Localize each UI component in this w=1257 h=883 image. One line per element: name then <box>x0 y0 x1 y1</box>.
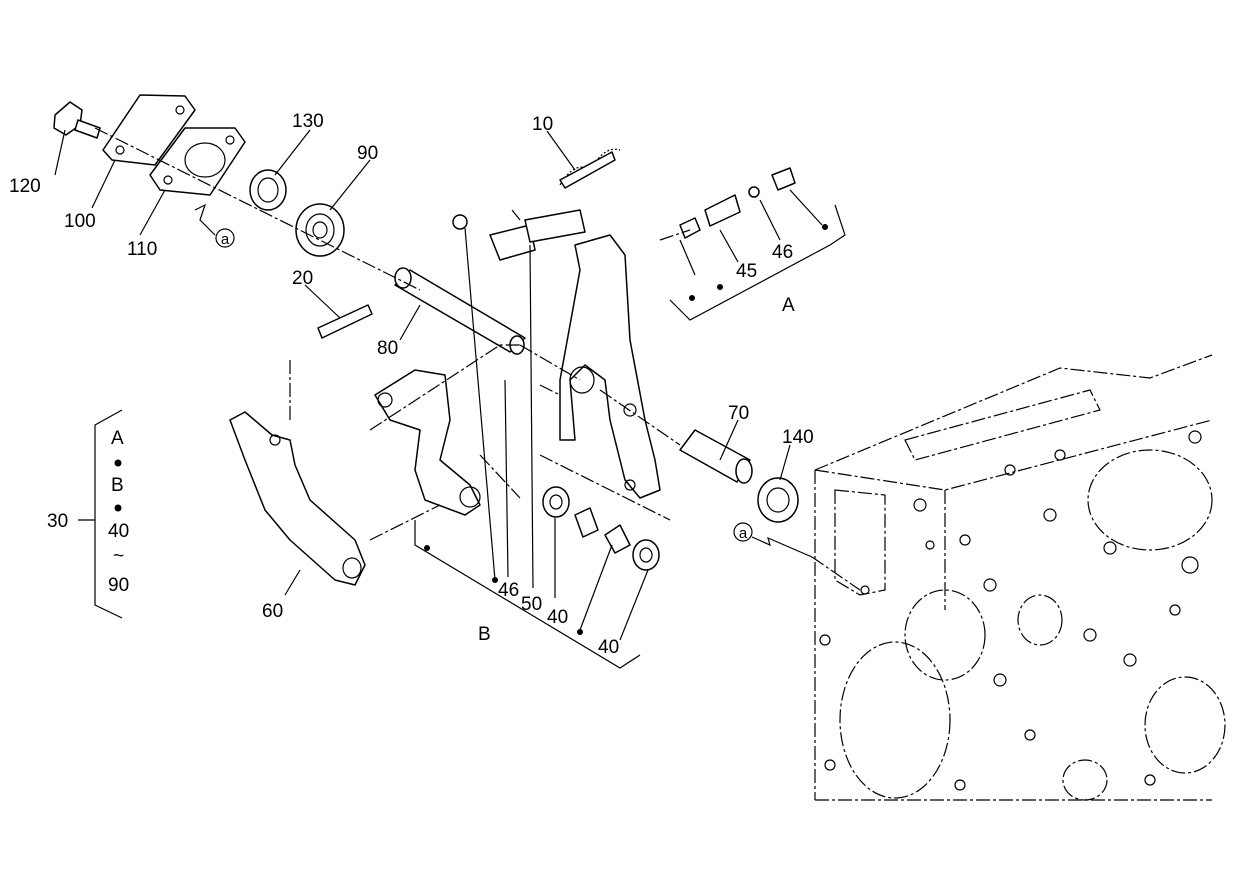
kit-number: 30 <box>47 511 68 532</box>
spring-10 <box>559 148 621 189</box>
kit-line-2: B <box>111 475 124 496</box>
seal-ring-130 <box>249 169 287 211</box>
governor-plate <box>559 234 661 499</box>
callout-20: 20 <box>292 268 313 289</box>
group-label-a: A <box>782 295 795 316</box>
cover-plate-100 <box>102 94 196 166</box>
group-label-b: B <box>478 624 491 645</box>
ref-label-a-upper: a <box>221 231 230 248</box>
callout-60: 60 <box>262 601 283 622</box>
callout-100: 100 <box>64 211 96 232</box>
group-bracket-a <box>669 204 846 321</box>
callout-130: 130 <box>292 111 324 132</box>
plunger-45 <box>679 167 796 239</box>
callout-120: 120 <box>9 176 41 197</box>
kit-line-4: 40 <box>108 521 129 542</box>
lever-60 <box>229 411 366 586</box>
kit-line-0: A <box>111 428 124 449</box>
kit-line-5: ~ <box>113 546 124 567</box>
slider-50 <box>489 209 586 261</box>
callout-46-upper: 46 <box>772 242 793 263</box>
callout-80: 80 <box>377 338 398 359</box>
pin-40 <box>574 507 599 538</box>
nut-46-top <box>452 214 468 230</box>
kit-legend: 30 A B 40 ~ 90 <box>47 428 129 596</box>
callout-45: 45 <box>736 261 757 282</box>
gasket-110 <box>149 127 246 196</box>
assembly-center-lines <box>94 127 691 541</box>
ref-label-a-lower: a <box>739 525 748 542</box>
kit-line-6: 90 <box>108 575 129 596</box>
washer-40-b <box>632 539 660 571</box>
callout-40-a: 40 <box>547 607 568 628</box>
callout-labels: 10 20 80 130 90 120 100 110 60 70 140 45… <box>9 111 814 658</box>
callout-40-b: 40 <box>598 637 619 658</box>
ref-marker-a-lower: a <box>733 522 861 591</box>
kit-legend-bracket <box>78 409 123 619</box>
engine-block <box>814 354 1226 801</box>
washer-40-a <box>542 486 570 518</box>
shaft-80 <box>394 267 526 355</box>
bracket-lever <box>374 369 481 516</box>
callout-46-lower: 46 <box>498 580 519 601</box>
callout-140: 140 <box>782 427 814 448</box>
group-bracket-b <box>414 520 641 669</box>
callout-70: 70 <box>728 403 749 424</box>
callout-90: 90 <box>357 143 378 164</box>
leader-lines <box>54 129 823 641</box>
spring-20 <box>317 304 373 339</box>
callout-10: 10 <box>532 114 553 135</box>
sleeve-70 <box>679 429 753 484</box>
callout-110: 110 <box>127 239 157 260</box>
callout-50: 50 <box>521 594 542 615</box>
bolt-120 <box>53 101 101 139</box>
bearing-90 <box>295 203 345 257</box>
plug-40 <box>604 524 631 554</box>
bearing-140 <box>757 477 799 523</box>
ref-marker-a-upper: a <box>194 203 235 248</box>
bullet-dots <box>114 224 828 635</box>
